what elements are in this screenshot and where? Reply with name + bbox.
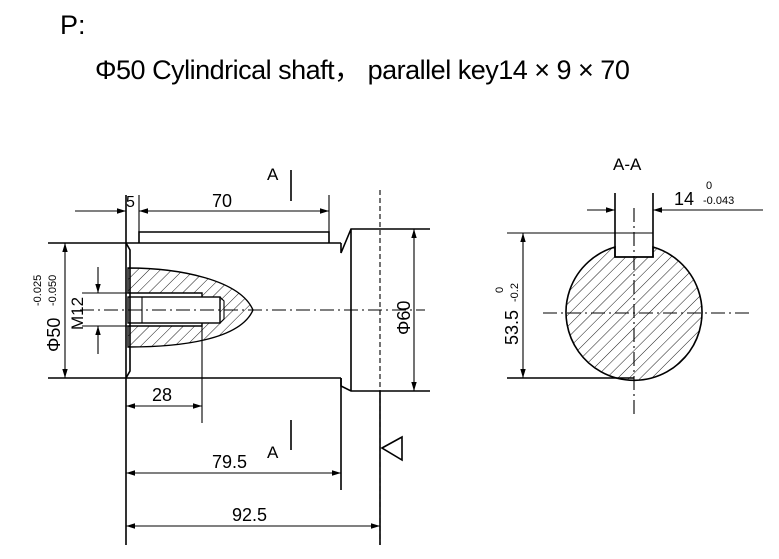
dim-key-length: 70 (212, 191, 232, 211)
dim-key-width: 14 (674, 189, 694, 209)
dim-thread-depth: 28 (152, 385, 172, 405)
dim-height: 53.5 (502, 310, 522, 345)
shaft-tol-lower: -0.050 (47, 275, 59, 306)
section-label-top: A (267, 165, 279, 184)
height-tol-lower: -0.2 (509, 283, 521, 302)
keyway (614, 193, 654, 258)
dim-chamfer: 5 (126, 194, 135, 211)
section-view-a-a: A-A 14 0 -0.043 53.5 0 -0.2 (494, 155, 763, 418)
datum-triangle-icon (380, 435, 403, 462)
header-prefix: P: (60, 10, 86, 40)
dim-flange-diameter: Φ60 (394, 301, 414, 335)
section-title: A-A (613, 155, 642, 174)
shaft-description: Φ50 Cylindrical shaft， parallel key14 × … (95, 55, 630, 85)
dim-total: 92.5 (232, 505, 267, 525)
key-tol-upper: 0 (706, 180, 712, 192)
dim-shaft-diameter: Φ50 (44, 318, 64, 352)
dim-shoulder: 79.5 (212, 452, 247, 472)
height-tol-upper: 0 (494, 287, 506, 293)
side-view: 5 70 A A Φ50 -0.025 -0.050 M12 28 Φ60 79… (32, 165, 430, 545)
dim-thread: M12 (68, 297, 87, 330)
shaft-tol-upper: -0.025 (32, 275, 44, 306)
key-tol-lower: -0.043 (703, 195, 734, 207)
section-label-bottom: A (267, 443, 279, 462)
hatched-section (127, 267, 254, 348)
parallel-key (138, 231, 330, 243)
